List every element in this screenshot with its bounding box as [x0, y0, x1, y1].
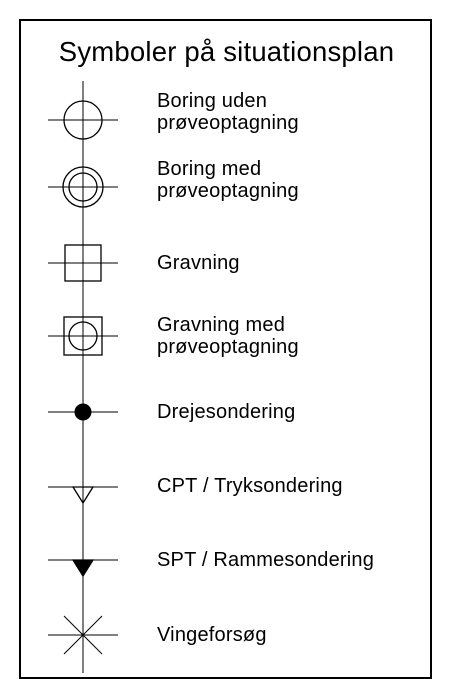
legend-item-boring-med: Boring med prøveoptagning	[0, 147, 453, 227]
legend-title: Symboler på situationsplan	[58, 36, 395, 67]
legend-item-label: Boring med prøveoptagning	[157, 158, 299, 202]
legend-item-label: Boring uden prøveoptagning	[157, 90, 299, 134]
square-crosshair-icon	[40, 223, 130, 303]
asterisk-crosshair-icon	[40, 596, 130, 676]
filled-dot-crosshair-icon	[40, 372, 130, 452]
legend-item-label: SPT / Rammesondering	[157, 549, 375, 571]
filled-triangle-crosshair-icon	[40, 522, 130, 602]
open-triangle-crosshair-icon	[40, 447, 130, 527]
legend-item-spt: SPT / Rammesondering	[0, 522, 453, 602]
legend-item-vingeforsog: Vingeforsøg	[0, 596, 453, 676]
double-circle-crosshair-icon	[40, 147, 130, 227]
legend-item-cpt: CPT / Tryksondering	[0, 447, 453, 527]
legend-item-boring-uden: Boring uden prøveoptagning	[0, 79, 453, 159]
legend-item-label: Drejesondering	[157, 401, 296, 423]
legend-item-label: Gravning	[157, 252, 240, 274]
circle-crosshair-icon	[40, 79, 130, 159]
legend-item-label: Vingeforsøg	[157, 624, 267, 646]
legend-item-drejesondering: Drejesondering	[0, 372, 453, 452]
legend-item-label: CPT / Tryksondering	[157, 475, 343, 497]
square-circle-crosshair-icon	[40, 295, 130, 375]
legend-item-gravning-med: Gravning med prøveoptagning	[0, 295, 453, 375]
legend-item-gravning: Gravning	[0, 223, 453, 303]
legend-item-label: Gravning med prøveoptagning	[157, 314, 299, 358]
